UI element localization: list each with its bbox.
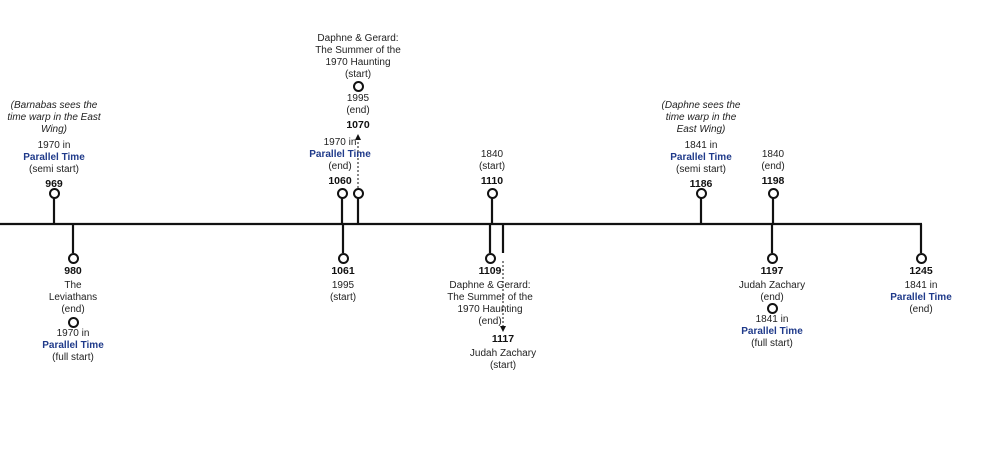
label-1061-line2: (start) bbox=[329, 292, 357, 303]
episode-1060: 1060 bbox=[328, 175, 352, 187]
episode-1117: 1117 bbox=[491, 333, 515, 345]
ring-1197 bbox=[767, 253, 778, 264]
label-1186: (Daphne sees the time warp in the East W… bbox=[651, 100, 751, 190]
label-1117-line2: (start) bbox=[489, 360, 517, 371]
ring-1070-top bbox=[353, 81, 364, 92]
ring-1198 bbox=[768, 188, 779, 199]
label-980-second-1: 1970 in bbox=[56, 328, 90, 339]
label-1197-second-1: 1841 in bbox=[755, 314, 789, 325]
label-1109: 1109 Daphne & Gerard: The Summer of the … bbox=[440, 265, 540, 328]
label-1186-line1: 1841 in bbox=[684, 140, 718, 151]
label-1245: 1245 1841 in Parallel Time (end) bbox=[881, 265, 961, 316]
label-1070-line2: (end) bbox=[346, 105, 370, 116]
label-1197: 1197 Judah Zachary (end) bbox=[727, 265, 817, 304]
note-969-2: time warp in the East bbox=[7, 112, 101, 123]
episode-1245: 1245 bbox=[909, 265, 933, 277]
episode-1061: 1061 bbox=[331, 265, 355, 277]
label-1198-line1: 1840 bbox=[761, 149, 785, 160]
episode-969: 969 bbox=[45, 178, 63, 190]
label-980: 980 The Leviathans (end) bbox=[33, 265, 113, 316]
label-1070-top: Daphne & Gerard: The Summer of the 1970 … bbox=[308, 33, 408, 81]
ring-1061 bbox=[338, 253, 349, 264]
parallel-time-1245: Parallel Time bbox=[890, 292, 952, 303]
label-1060-line1: 1970 in bbox=[323, 137, 357, 148]
label-1197-second-3: (full start) bbox=[751, 338, 793, 349]
parallel-time-1186: Parallel Time bbox=[670, 152, 732, 163]
arrow-down-icon bbox=[500, 326, 506, 332]
label-1245-line3: (end) bbox=[909, 304, 933, 315]
label-1197-second: 1841 in Parallel Time (full start) bbox=[727, 314, 817, 350]
parallel-time-980: Parallel Time bbox=[42, 340, 104, 351]
label-980-second: 1970 in Parallel Time (full start) bbox=[33, 328, 113, 364]
ring-1110 bbox=[487, 188, 498, 199]
label-980-line3: (end) bbox=[61, 304, 85, 315]
episode-980: 980 bbox=[64, 265, 82, 277]
label-1197-line2: (end) bbox=[760, 292, 784, 303]
label-969: (Barnabas sees the time warp in the East… bbox=[4, 100, 104, 190]
episode-1186: 1186 bbox=[689, 178, 713, 190]
ring-1109 bbox=[485, 253, 496, 264]
label-1070-top-1: Daphne & Gerard: bbox=[317, 33, 399, 44]
label-1070-top-4: (start) bbox=[344, 69, 372, 80]
label-1245-line1: 1841 in bbox=[904, 280, 938, 291]
label-969-line1: 1970 in bbox=[37, 140, 71, 151]
ring-1245 bbox=[916, 253, 927, 264]
label-1109-line4: (end) bbox=[478, 316, 502, 327]
label-1117-line1: Judah Zachary bbox=[469, 348, 537, 359]
label-1061-line1: 1995 bbox=[331, 280, 355, 291]
episode-1109: 1109 bbox=[478, 265, 502, 277]
episode-1110: 1110 bbox=[480, 175, 504, 187]
label-980-line2: Leviathans bbox=[48, 292, 98, 303]
label-1060: 1970 in Parallel Time (end) 1060 bbox=[300, 137, 380, 187]
parallel-time-1060: Parallel Time bbox=[309, 149, 371, 160]
label-1060-line3: (end) bbox=[328, 161, 352, 172]
parallel-time-1197: Parallel Time bbox=[741, 326, 803, 337]
episode-1070: 1070 bbox=[346, 119, 370, 131]
ring-1197-second bbox=[767, 303, 778, 314]
parallel-time-969: Parallel Time bbox=[23, 152, 85, 163]
label-1070-top-3: 1970 Haunting bbox=[325, 57, 391, 68]
label-1110: 1840 (start) 1110 bbox=[467, 149, 517, 187]
episode-1198: 1198 bbox=[761, 175, 785, 187]
label-1117: 1117 Judah Zachary (start) bbox=[453, 333, 553, 372]
label-1110-line2: (start) bbox=[478, 161, 506, 172]
label-1070: 1995 (end) 1070 bbox=[333, 93, 383, 131]
ring-1186 bbox=[696, 188, 707, 199]
label-980-line1: The bbox=[64, 280, 82, 291]
label-1186-line3: (semi start) bbox=[676, 164, 726, 175]
ring-1070 bbox=[353, 188, 364, 199]
label-969-line3: (semi start) bbox=[29, 164, 79, 175]
label-980-second-3: (full start) bbox=[52, 352, 94, 363]
note-1186-2: time warp in the bbox=[665, 112, 737, 123]
ring-980-second bbox=[68, 317, 79, 328]
label-1109-line2: The Summer of the bbox=[447, 292, 533, 303]
episode-1197: 1197 bbox=[760, 265, 784, 277]
label-1061: 1061 1995 (start) bbox=[318, 265, 368, 304]
label-1197-line1: Judah Zachary bbox=[738, 280, 806, 291]
label-1198: 1840 (end) 1198 bbox=[748, 149, 798, 187]
note-1186-3: East Wing) bbox=[676, 124, 726, 135]
arrow-up-icon bbox=[355, 134, 361, 140]
note-1186-1: (Daphne sees the bbox=[661, 100, 741, 111]
label-1198-line2: (end) bbox=[761, 161, 785, 172]
label-1109-line3: 1970 Haunting bbox=[457, 304, 523, 315]
label-1070-line1: 1995 bbox=[346, 93, 370, 104]
label-1110-line1: 1840 bbox=[480, 149, 504, 160]
ring-969 bbox=[49, 188, 60, 199]
ring-980 bbox=[68, 253, 79, 264]
ring-1060 bbox=[337, 188, 348, 199]
label-1070-top-2: The Summer of the bbox=[315, 45, 401, 56]
note-969-1: (Barnabas sees the bbox=[10, 100, 98, 111]
label-1109-line1: Daphne & Gerard: bbox=[449, 280, 531, 291]
note-969-3: Wing) bbox=[40, 124, 68, 135]
